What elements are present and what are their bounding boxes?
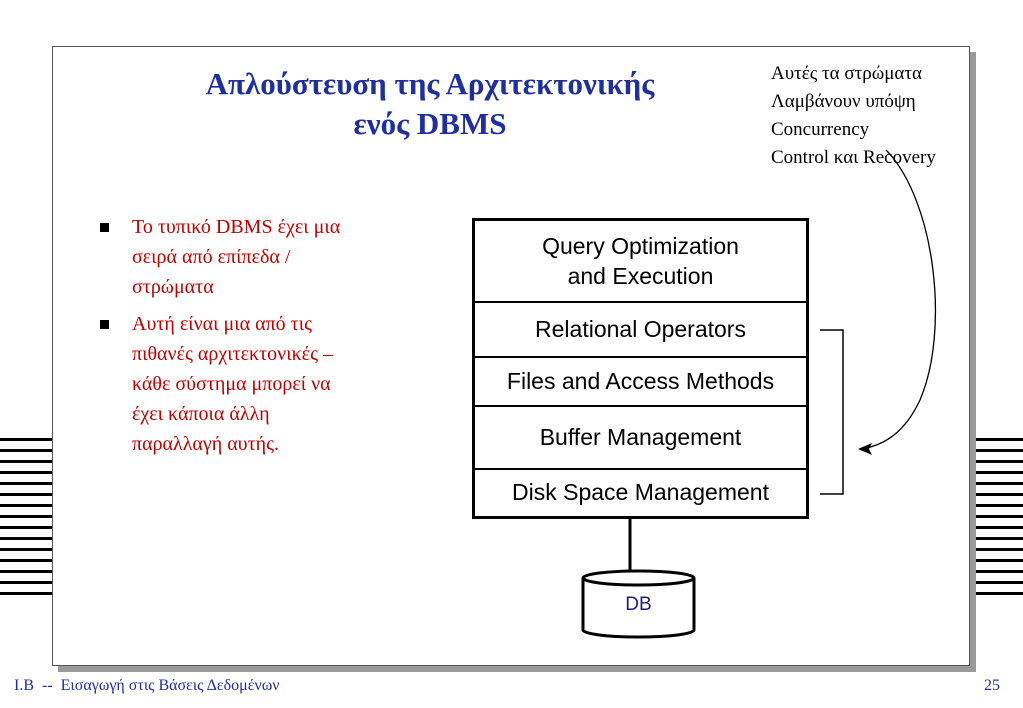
bullet-line: Το τυπικό DBMS έχει μια — [132, 216, 341, 238]
layer-relational-operators: Relational Operators — [475, 301, 806, 358]
layer-label: Query Optimization — [542, 233, 739, 259]
bullet-line: κάθε σύστημα μπορεί να — [132, 373, 331, 395]
title-line-2: ενός DBMS — [353, 106, 507, 141]
note-arrow — [861, 149, 937, 450]
title-line-1: Απλούστευση της Αρχιτεκτονικής — [205, 66, 655, 101]
bullet-line: στρώματα — [132, 276, 214, 298]
left-stripe-decoration — [0, 438, 52, 598]
db-label: DB — [625, 594, 652, 615]
layers-bracket — [820, 329, 844, 495]
bullet-item: Αυτή είναι μια από τις πιθανές αρχιτεκτο… — [98, 309, 418, 459]
square-bullet-icon — [100, 320, 109, 329]
page-number: 25 — [984, 677, 1000, 694]
layer-label: Buffer Management — [539, 423, 742, 450]
layer-label: Relational Operators — [535, 315, 746, 342]
dbms-layer-stack: Query Optimization and Execution Relatio… — [472, 218, 809, 519]
bullet-line: έχει κάποια άλλη — [132, 403, 270, 425]
layers-note: Αυτές τα στρώματα Λαμβάνουν υπόψη Concur… — [771, 60, 936, 172]
bullet-line: πιθανές αρχιτεκτονικές – — [132, 343, 333, 365]
layer-label: Files and Access Methods — [506, 367, 775, 394]
layer-files-access-methods: Files and Access Methods — [475, 356, 806, 407]
square-bullet-icon — [100, 223, 109, 232]
bullet-line: Αυτή είναι μια από τις — [132, 313, 313, 335]
note-line: Control και Recovery — [771, 147, 936, 168]
bullet-list: Το τυπικό DBMS έχει μια σειρά από επίπεδ… — [98, 212, 418, 466]
layer-disk-space-management: Disk Space Management — [475, 468, 806, 516]
bullet-line: σειρά από επίπεδα / — [132, 246, 291, 268]
layer-label: Disk Space Management — [512, 479, 769, 505]
slide-frame — [52, 46, 970, 666]
slide-title: Απλούστευση της Αρχιτεκτονικής ενός DBMS — [150, 64, 710, 144]
layer-query-optimization: Query Optimization and Execution — [475, 221, 806, 303]
right-stripe-decoration — [971, 438, 1023, 598]
note-line: Λαμβάνουν υπόψη — [771, 91, 916, 112]
layer-label: and Execution — [567, 263, 714, 289]
bullet-line: παραλλαγή αυτής. — [132, 433, 280, 455]
note-line: Concurrency — [771, 119, 870, 140]
layer-buffer-management: Buffer Management — [475, 405, 806, 470]
database-cylinder-icon — [581, 569, 696, 639]
footer-course-title: I.B -- Εισαγωγή στις Βάσεις Δεδομένων — [14, 677, 280, 694]
bullet-item: Το τυπικό DBMS έχει μια σειρά από επίπεδ… — [98, 212, 418, 302]
arrow-head-icon — [858, 443, 872, 455]
note-line: Αυτές τα στρώματα — [771, 63, 922, 84]
